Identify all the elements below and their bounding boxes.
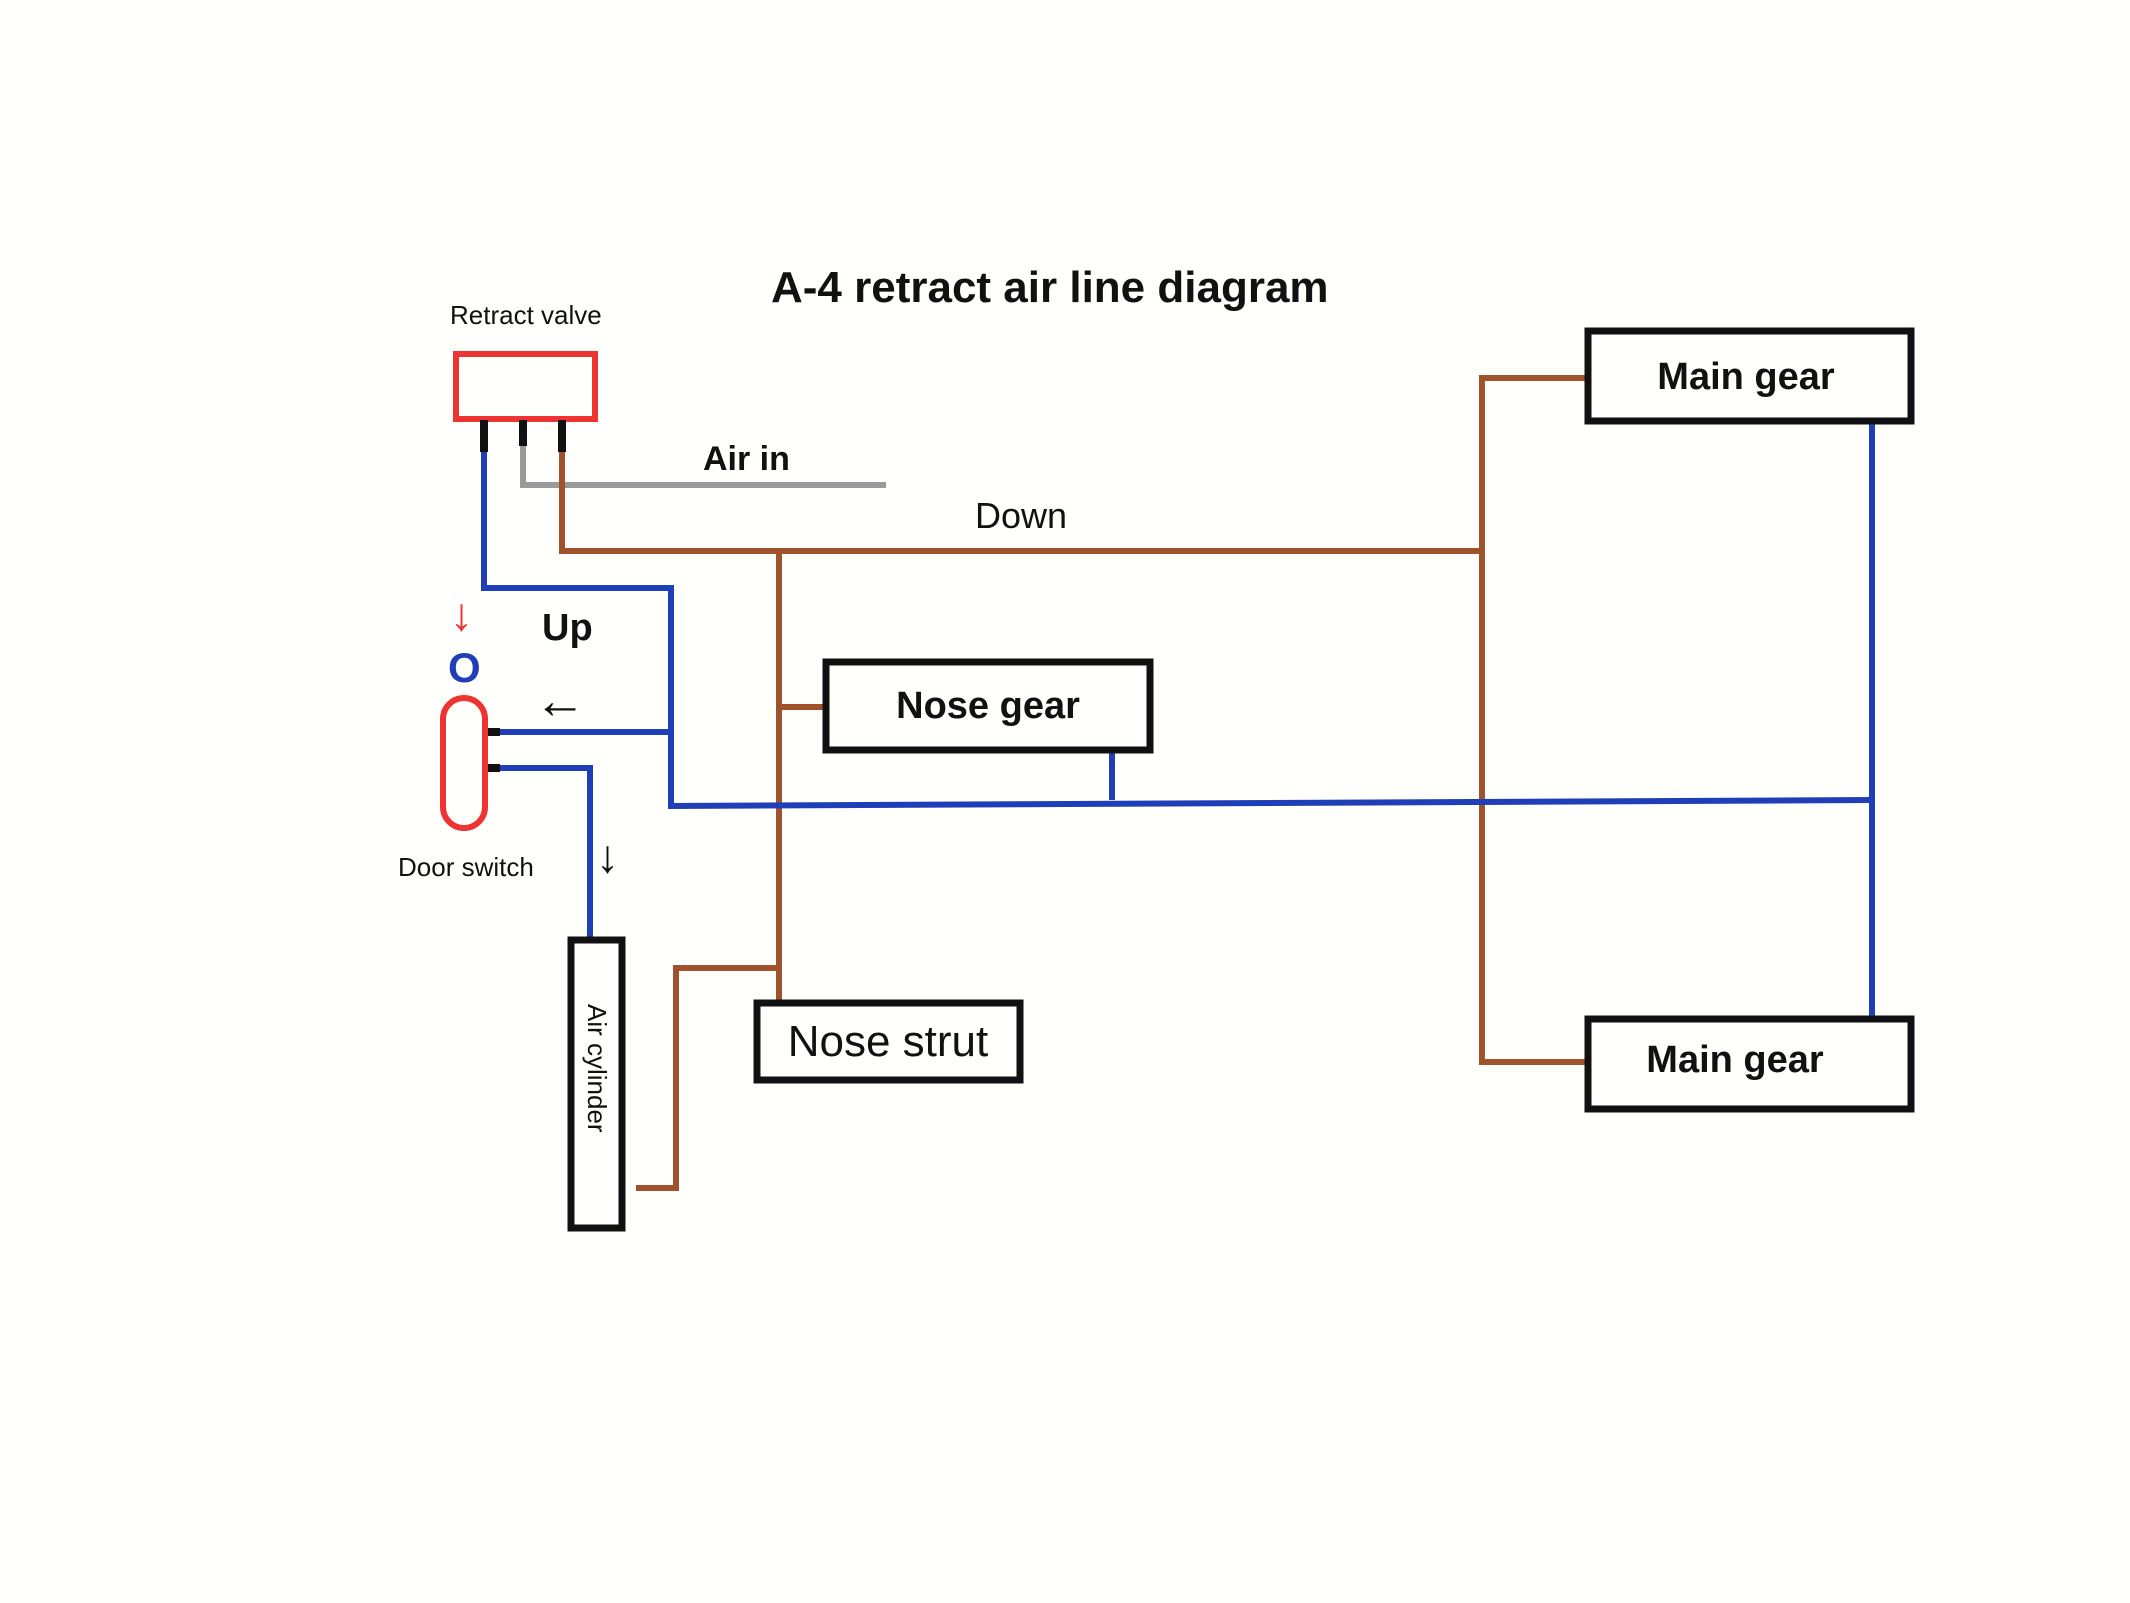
air-in-line (520, 446, 886, 488)
down-line (559, 375, 1587, 1191)
left-arrow-icon: ← (534, 672, 586, 730)
nose-gear-label: Nose gear (896, 685, 1080, 727)
air-cylinder-label: Air cylinder (582, 1004, 612, 1133)
door-switch (440, 695, 488, 831)
door-switch-label: Door switch (398, 852, 534, 882)
main-gear-top-box (1584, 327, 1915, 425)
up-label: Up (542, 607, 593, 649)
switch-circle-icon: O (448, 644, 481, 691)
nose-strut-box (753, 999, 1024, 1084)
retract-valve-label: Retract valve (450, 300, 602, 330)
nose-strut-label: Nose strut (788, 1017, 989, 1066)
down-label: Down (975, 495, 1067, 536)
main-gear-bottom-label: Main gear (1646, 1039, 1824, 1081)
diagram-title: A-4 retract air line diagram (771, 263, 1329, 312)
main-gear-top-label: Main gear (1657, 356, 1835, 398)
air-in-label: Air in (703, 440, 790, 478)
retract-valve (453, 351, 598, 422)
main-gear-bottom-box (1584, 1015, 1915, 1113)
red-arrow-down-icon: ↓ (450, 588, 473, 640)
air-cylinder (567, 936, 626, 1232)
down-arrow-icon: ↓ (596, 830, 619, 882)
nose-gear-box (822, 658, 1154, 754)
up-line (481, 424, 1875, 1018)
